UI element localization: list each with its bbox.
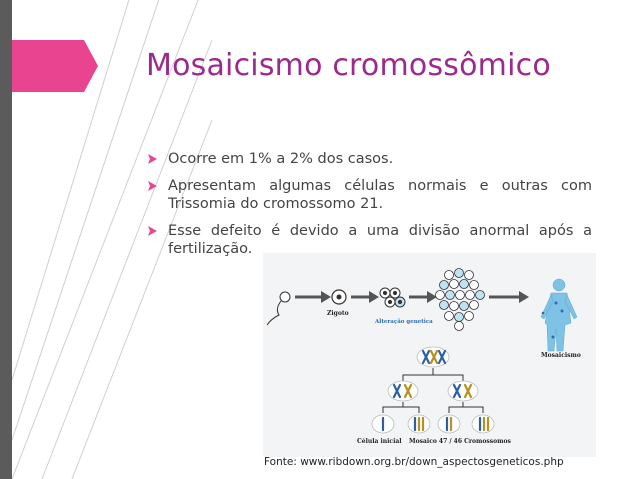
bullet-item: Apresentam algumas células normais e out…: [146, 177, 592, 213]
bullet-arrow-icon: [148, 226, 157, 236]
bullet-item: Ocorre em 1% a 2% dos casos.: [146, 150, 592, 168]
initial-cell-label: Célula inicial: [357, 438, 402, 445]
title-accent-tab: [12, 40, 98, 92]
cell-cluster-icon: [435, 268, 485, 331]
arrow-icon: [489, 291, 529, 303]
slide-title: Mosaicismo cromossômico: [146, 48, 551, 83]
early-cells-icon: [379, 287, 406, 308]
left-accent-bar: [0, 0, 12, 479]
arrow-icon: [351, 291, 379, 303]
mosaicism-label: Mosaicismo: [541, 352, 581, 359]
human-body-icon: [540, 278, 578, 352]
zygote-cell-icon: [331, 289, 347, 305]
bullet-text: Ocorre em 1% a 2% dos casos.: [168, 151, 394, 167]
mosaic-count-label: Mosaico 47 / 46 Cromossomos: [409, 438, 511, 445]
bullet-text: Apresentam algumas células normais e out…: [168, 178, 592, 212]
genetic-alteration-label: Alteração genetica: [374, 318, 433, 325]
bullet-list: Ocorre em 1% a 2% dos casos. Apresentam …: [146, 150, 592, 267]
chromosome-tree: Célula inicial Mosaico 47 / 46 Cromossom…: [357, 346, 511, 445]
bullet-text: Esse defeito é devido a uma divisão anor…: [168, 223, 592, 257]
arrow-icon: [409, 291, 437, 303]
decorative-lines: [12, 0, 212, 479]
bullet-arrow-icon: [148, 181, 157, 191]
zygote-label: Zigoto: [327, 310, 349, 317]
bullet-arrow-icon: [148, 154, 157, 164]
arrow-icon: [295, 291, 331, 303]
image-source-caption: Fonte: www.ribdown.org.br/down_aspectosg…: [264, 456, 564, 468]
bullet-item: Esse defeito é devido a uma divisão anor…: [146, 222, 592, 258]
sperm-icon: [266, 291, 291, 326]
mosaicism-diagram: Zigoto Alteração genetica Mosai: [263, 253, 596, 457]
